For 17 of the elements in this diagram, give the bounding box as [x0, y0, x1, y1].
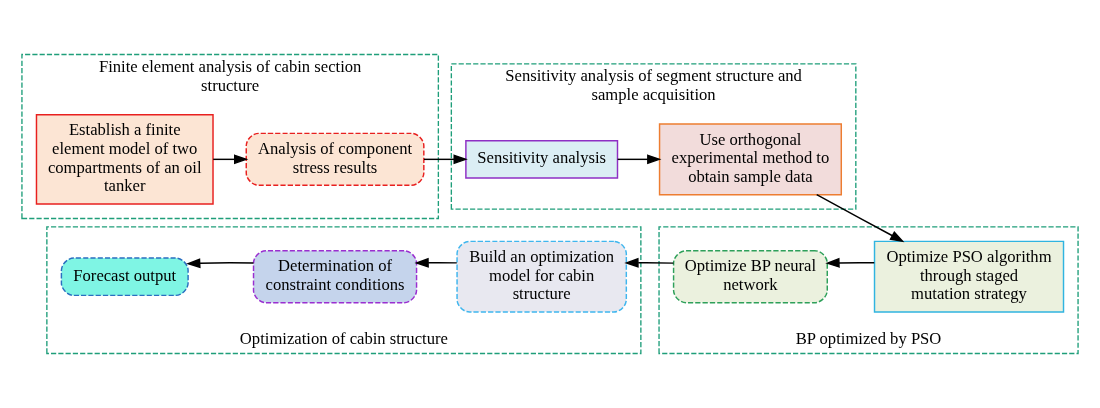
- arrow: [212, 154, 249, 165]
- arrow: [624, 257, 675, 268]
- arrow: [414, 257, 458, 268]
- node-box: Determination of constraint conditions: [252, 250, 418, 304]
- node-box: Sensitivity analysis: [465, 139, 619, 179]
- arrow: [816, 194, 905, 243]
- node-box: Optimize BP neural network: [672, 250, 828, 304]
- node-box: Establish a finite element model of two compartments of an oil tanker: [35, 113, 214, 205]
- arrow: [423, 154, 468, 165]
- arrow: [186, 258, 255, 269]
- node-box: Build an optimization model for cabin structure: [456, 240, 628, 313]
- node-box: Use orthogonal experimental method to obtain sample data: [658, 123, 842, 196]
- node-box: Analysis of component stress results: [245, 132, 425, 187]
- arrow: [825, 257, 875, 268]
- arrow: [616, 154, 662, 165]
- node-box: Optimize PSO algorithm through staged mutation strategy: [873, 240, 1065, 313]
- node-box: Forecast output: [60, 257, 189, 297]
